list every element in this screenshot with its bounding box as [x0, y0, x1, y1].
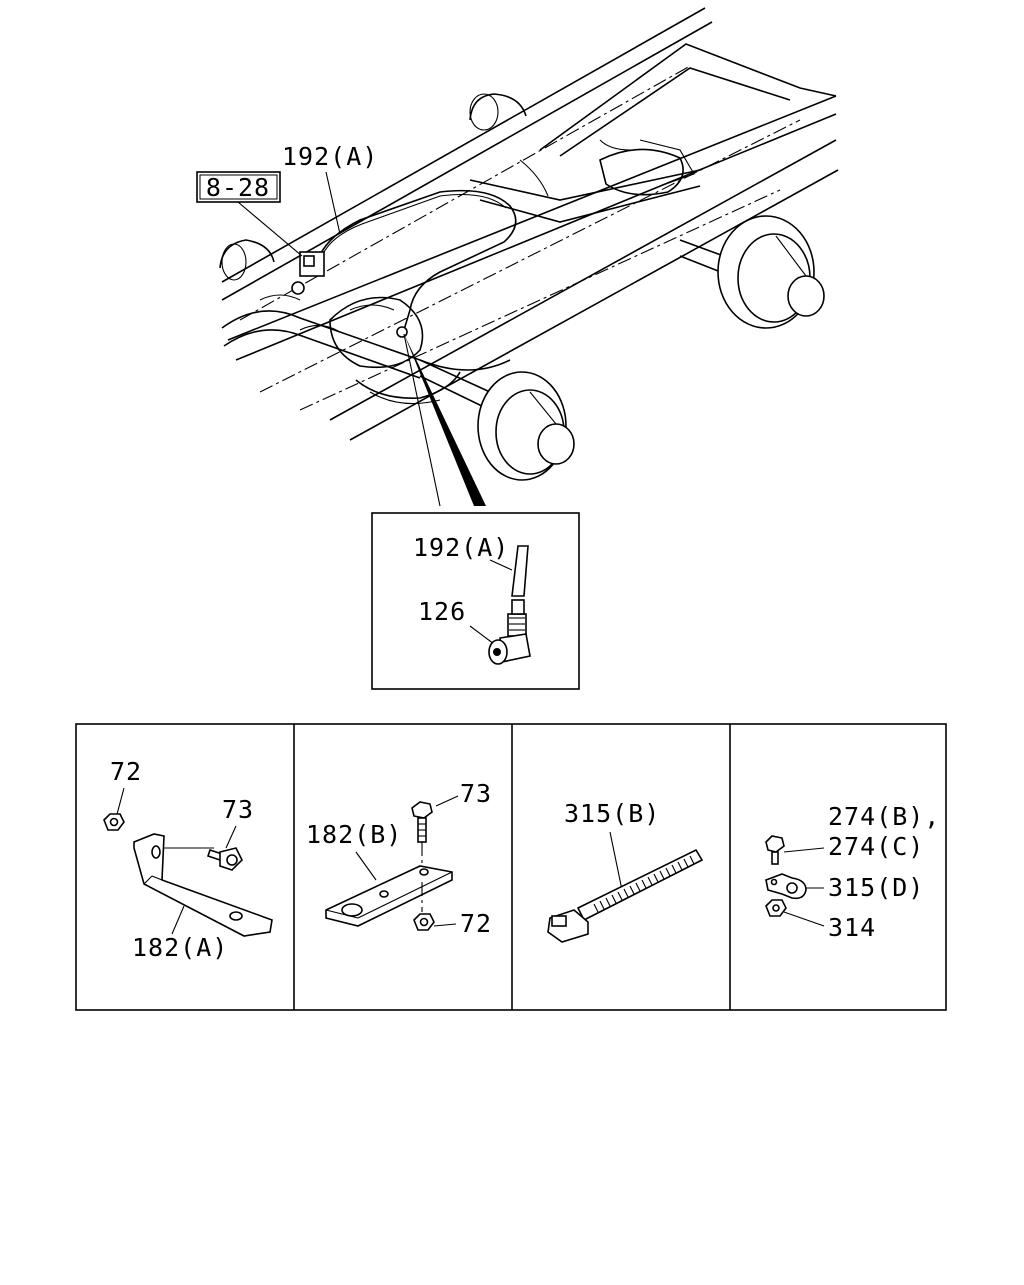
elbow-connector-icon: [488, 599, 531, 665]
wheel-hub-rear: [717, 215, 825, 329]
panel-4-washer-label: 314: [828, 913, 876, 942]
panel-1-bolt-label: 73: [222, 795, 254, 824]
panel-3-band-label: 315(B): [564, 799, 660, 828]
panel-2-nut-label: 72: [460, 909, 492, 938]
panel-4: 274(B), 274(C) 315(D) 314: [765, 802, 940, 942]
top-pipe-label: 192(A): [282, 142, 378, 171]
panel-4-bolt-label-1: 274(B),: [828, 802, 940, 831]
cable-tie-icon: [547, 848, 704, 943]
panel-1: 72 73 182(A): [103, 757, 273, 962]
panel-2-bracket-label: 182(B): [306, 820, 402, 849]
detail-box: 192(A) 126: [371, 512, 580, 690]
parts-panels: [75, 723, 947, 1011]
bracket-182b-icon: [325, 865, 453, 927]
bolt-icon: [765, 835, 785, 865]
brake-pipe-routing: [291, 189, 517, 338]
section-ref-box: 8-28: [196, 171, 281, 203]
panel-1-nut-label: 72: [110, 757, 142, 786]
bracket-182a-icon: [133, 833, 273, 937]
leader-192a-top: [325, 171, 341, 235]
washer-icon: [765, 899, 787, 917]
detail-callout-pointer: [404, 334, 486, 506]
panel-2: 73 182(B) 72: [306, 779, 492, 938]
wheel-hub-front: [477, 371, 575, 481]
panel-3: 315(B): [547, 799, 704, 943]
bolt-icon: [206, 847, 243, 871]
detail-connector-label: 126: [418, 597, 466, 626]
panel-1-bracket-label: 182(A): [132, 933, 228, 962]
pipe-192a-icon: [511, 545, 529, 597]
nut-icon: [413, 913, 435, 931]
panel-2-bolt-label: 73: [460, 779, 492, 808]
panel-4-clip-label: 315(D): [828, 873, 924, 902]
bolt-icon: [411, 801, 433, 843]
chassis-frame-drawing: [219, 7, 839, 481]
section-ref-label: 8-28: [206, 173, 270, 202]
clip-315d-icon: [765, 873, 807, 900]
leader-8-28: [237, 201, 303, 257]
panel-4-bolt-label-2: 274(C): [828, 832, 924, 861]
detail-pipe-label: 192(A): [413, 533, 509, 562]
nut-icon: [103, 813, 125, 831]
